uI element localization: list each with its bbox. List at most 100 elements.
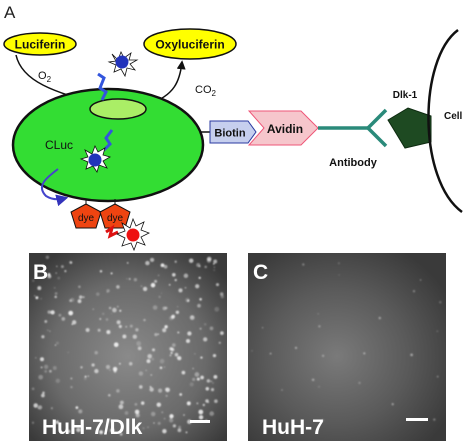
fluorescence-speck: [145, 260, 150, 266]
fluorescence-speck: [109, 369, 111, 371]
fluorescence-speck: [160, 263, 165, 268]
fluorescence-speck: [176, 305, 179, 308]
fluorescence-speck: [162, 328, 167, 333]
dlk1-label: Dlk-1: [393, 90, 418, 101]
fluorescence-speck: [132, 334, 137, 339]
fluorescence-speck: [112, 307, 117, 313]
cluc-label: CLuc: [45, 138, 73, 152]
fluorescence-speck: [78, 409, 83, 414]
fluorescence-speck: [70, 261, 73, 264]
fluorescence-speck: [433, 418, 436, 421]
fluorescence-speck: [55, 378, 61, 384]
panel-b-scale-bar: [190, 420, 210, 423]
o2-label: O2: [38, 70, 52, 84]
fluorescence-speck: [97, 328, 101, 332]
fluorescence-speck: [174, 352, 179, 357]
fluorescence-speck: [99, 430, 104, 435]
fluorescence-speck: [321, 419, 324, 422]
fluorescence-speck: [212, 382, 214, 384]
fluorescence-speck: [172, 424, 177, 428]
fluorescence-speck: [159, 366, 163, 370]
fluorescence-speck: [142, 427, 145, 430]
fluorescence-speck: [151, 357, 155, 361]
fluorescence-speck: [153, 422, 155, 424]
fluorescence-speck: [108, 306, 112, 310]
fluorescence-speck: [41, 335, 45, 339]
fluorescence-speck: [94, 368, 99, 374]
fluorescence-speck: [218, 341, 221, 344]
fluorescence-speck: [55, 341, 59, 345]
fluorescence-speck: [54, 295, 57, 299]
fluorescence-speck: [171, 314, 176, 319]
antibody: [318, 108, 388, 148]
fluorescence-speck: [78, 285, 81, 289]
fluorescence-speck: [194, 353, 196, 355]
panel-b-label: B: [33, 261, 48, 284]
panel-c-scale-bar: [406, 418, 428, 421]
fluorescence-speck: [178, 288, 183, 293]
luciferin-label: Luciferin: [15, 38, 66, 52]
fluorescence-speck: [142, 286, 148, 292]
fluorescence-speck: [391, 403, 394, 406]
luciferin-node: Luciferin: [3, 32, 77, 56]
fluorescence-speck: [135, 328, 139, 332]
fluorescence-speck: [358, 381, 361, 385]
fluorescence-speck: [143, 318, 146, 322]
fluorescence-speck: [212, 263, 215, 265]
fluorescence-speck: [261, 327, 264, 329]
fluorescence-speck: [151, 348, 156, 352]
fluorescence-speck: [174, 260, 177, 263]
fluorescence-speck: [47, 273, 51, 276]
fluorescence-speck: [54, 344, 57, 346]
fluorescence-speck: [162, 429, 167, 434]
fluorescence-speck: [378, 316, 382, 320]
fluorescence-speck: [186, 401, 191, 406]
fluorescence-speck: [436, 330, 439, 333]
panel-a: A Luciferin Oxyluciferin O2 CO2 CLuc: [3, 3, 463, 252]
fluorescence-speck: [33, 403, 38, 408]
blue-photon-middle: [79, 129, 114, 173]
fluorescence-speck: [183, 414, 185, 416]
fluorescence-speck: [170, 351, 173, 355]
blue-photon-top: [97, 51, 139, 101]
fluorescence-speck: [31, 387, 35, 391]
fluorescence-speck: [119, 432, 123, 436]
fluorescence-speck: [101, 312, 105, 316]
fluorescence-speck: [181, 370, 186, 375]
fluorescence-speck: [150, 257, 155, 262]
fluorescence-speck: [44, 370, 48, 373]
fluorescence-speck: [158, 295, 161, 298]
fluorescence-speck: [214, 306, 220, 312]
cluc-inner-ring: [89, 98, 147, 120]
cell-label: Cell: [444, 111, 463, 122]
fluorescence-speck: [64, 270, 67, 273]
fluorescence-speck: [41, 393, 45, 398]
antibody-label: Antibody: [329, 157, 378, 169]
fluorescence-speck: [140, 401, 145, 405]
fluorescence-speck: [412, 290, 416, 293]
fluorescence-speck: [44, 320, 48, 323]
fluorescence-speck: [56, 265, 58, 267]
fluorescence-speck: [410, 353, 413, 357]
fluorescence-speck: [197, 303, 201, 308]
fluorescence-speck: [94, 350, 98, 355]
fluorescence-speck: [436, 375, 439, 378]
fluorescence-speck: [118, 404, 124, 410]
fluorescence-speck: [213, 269, 216, 272]
fluorescence-speck: [68, 310, 74, 316]
fluorescence-speck: [209, 326, 214, 331]
fluorescence-speck: [87, 375, 90, 377]
panel-c-label: C: [253, 261, 268, 284]
fluorescence-speck: [91, 363, 95, 367]
fluorescence-speck: [31, 279, 35, 283]
fluorescence-speck: [302, 263, 305, 266]
fluorescence-speck: [150, 411, 156, 417]
fluorescence-speck: [61, 317, 66, 321]
fluorescence-speck: [106, 291, 108, 293]
fluorescence-speck: [35, 296, 39, 300]
fluorescence-speck: [178, 425, 182, 429]
fluorescence-speck: [318, 385, 320, 388]
fluorescence-speck: [105, 318, 109, 321]
fluorescence-speck: [134, 409, 140, 415]
